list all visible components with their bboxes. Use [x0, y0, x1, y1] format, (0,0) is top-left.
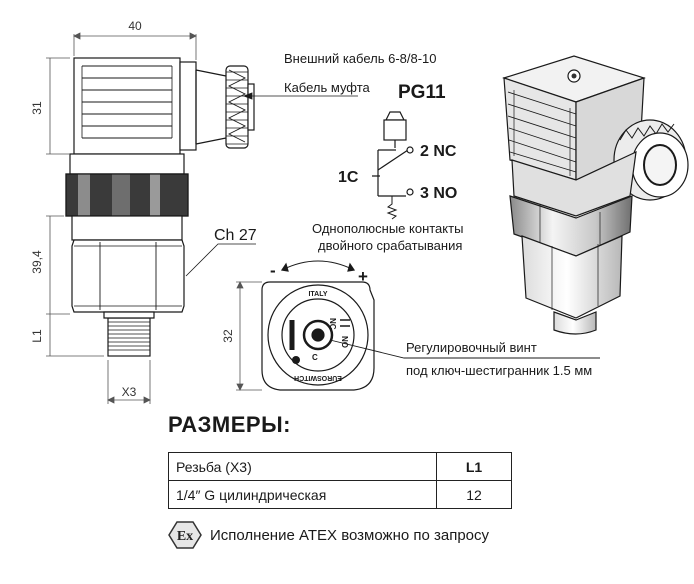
gland-base — [179, 61, 197, 151]
dial-nc-mark: NC — [328, 318, 337, 330]
dial-top-text: ITALY — [308, 291, 327, 298]
dim-width: 40 — [128, 19, 142, 33]
body-tube — [71, 215, 183, 241]
lock-nut — [65, 173, 189, 217]
dial-bottom-text: EUROSWITCH — [294, 374, 342, 381]
table-header-row: Резьба (X3) L1 — [168, 452, 512, 481]
nut-3d — [509, 195, 633, 257]
contacts-line2: двойного срабатывания — [318, 238, 462, 253]
dial-no-mark: NO — [340, 336, 349, 348]
screw-line2: под ключ-шестигранник 1.5 мм — [406, 363, 592, 378]
atex-note: Ex Исполнение ATEX возможно по запросу — [168, 520, 489, 550]
hex-3d — [521, 235, 623, 319]
atex-text: Исполнение ATEX возможно по запросу — [210, 526, 490, 544]
cable-gland-knurl — [195, 65, 255, 149]
screw-line1: Регулировочный винт — [406, 340, 537, 355]
nc-terminal — [406, 146, 414, 154]
front-view — [65, 57, 255, 357]
connector-label: Кабель муфта — [284, 80, 371, 95]
dial-plus: + — [358, 267, 368, 286]
dial-c-mark: C — [312, 353, 318, 362]
section-title: РАЗМЕРЫ: — [168, 412, 291, 437]
switch-common: 1C — [338, 169, 359, 186]
table-row: 1/4″ G цилиндрическая 12 — [168, 480, 512, 509]
dim-l1: L1 — [30, 329, 44, 343]
connector-housing — [73, 57, 181, 155]
dim-x3: X3 — [122, 385, 137, 399]
switch-nc: 2 NC — [420, 143, 457, 160]
ex-badge-text: Ex — [177, 529, 193, 544]
dial-view — [236, 260, 600, 391]
dim-mid-height: 39,4 — [30, 250, 44, 274]
dim-dial: 32 — [221, 329, 235, 343]
dim-top-height: 31 — [30, 101, 44, 115]
ex-hexagon-icon: Ex — [168, 521, 202, 549]
thread-stem — [103, 311, 155, 357]
pg-label: PG11 — [398, 82, 446, 103]
housing-ribs — [81, 65, 173, 139]
switch-schematic — [372, 111, 414, 220]
table-header-thread: Резьба (X3) — [168, 452, 437, 481]
dimensions-table: Резьба (X3) L1 1/4″ G цилиндрическая 12 — [168, 452, 512, 509]
dim-hex: Ch 27 — [214, 227, 257, 244]
table-header-l1: L1 — [436, 452, 512, 481]
cable-label: Внешний кабель 6-8/8-10 — [284, 51, 437, 66]
hex-body — [71, 239, 185, 313]
dimension-lines — [46, 32, 358, 404]
neck — [69, 153, 185, 175]
contacts-line1: Однополюсные контакты — [312, 221, 463, 236]
no-terminal — [406, 188, 414, 196]
table-cell-thread: 1/4″ G цилиндрическая — [168, 480, 437, 509]
switch-no: 3 NO — [420, 185, 457, 202]
table-cell-l1: 12 — [436, 480, 512, 509]
dial-minus: - — [270, 261, 276, 280]
isometric-view — [502, 55, 689, 335]
